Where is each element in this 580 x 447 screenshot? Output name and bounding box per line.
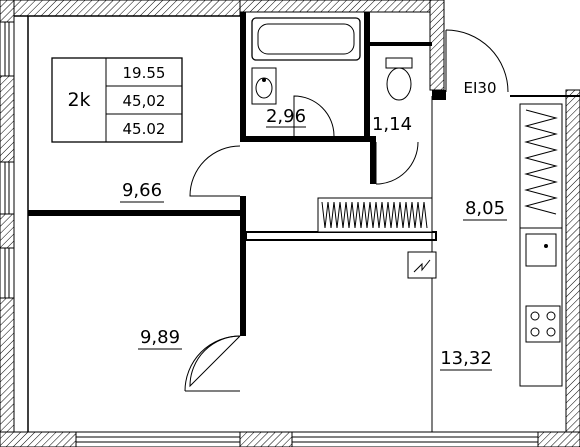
info-box: 2k 19.55 45,02 45.02 (51, 57, 183, 143)
room-labels: 2,96 1,14 9,66 8,05 9,89 13,32 EI30 (120, 79, 507, 371)
wardrobe (519, 103, 563, 229)
bottom-windows (75, 431, 539, 447)
hallway-area: 9,66 (122, 180, 162, 201)
washbasin (251, 67, 277, 105)
radiator (317, 197, 433, 233)
total-area-value: 45,02 (123, 92, 166, 110)
interior-walls (28, 12, 446, 432)
living-area-value: 19.55 (123, 64, 166, 82)
bathroom-area: 2,96 (266, 106, 306, 127)
electrical-panel (407, 251, 437, 279)
doors (184, 29, 509, 392)
left-windows (0, 21, 15, 299)
total-area-value-2: 45.02 (123, 120, 166, 138)
corridor-area: 8,05 (465, 198, 505, 219)
door-fire-rating: EI30 (464, 79, 497, 97)
kitchen-counter (519, 227, 563, 387)
kitchen-living-area: 13,32 (440, 348, 492, 369)
toilet-area: 1,14 (372, 114, 412, 135)
toilet-bowl (385, 57, 413, 101)
bedroom-area: 9,89 (140, 327, 180, 348)
bathtub (251, 17, 361, 61)
apartment-type: 2k (67, 89, 90, 111)
